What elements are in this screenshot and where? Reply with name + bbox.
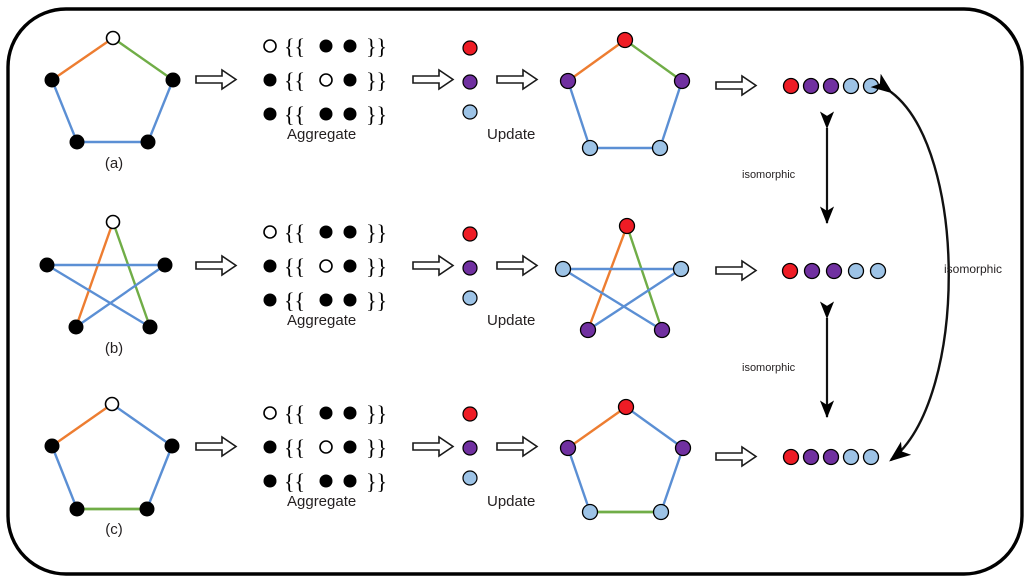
row-c-multiset [782, 448, 880, 466]
iso-label-a-c: isomorphic [944, 262, 1003, 276]
node-right [165, 72, 181, 88]
svg-text:}}: }} [366, 403, 387, 426]
node-top [105, 214, 121, 230]
iso-arrow-a-c [870, 73, 950, 462]
svg-text:{{: {{ [284, 435, 305, 460]
node-bottom-left [69, 134, 85, 150]
node-bottom-left [69, 501, 85, 517]
node-right [164, 438, 180, 454]
node-bottom-right [140, 134, 156, 150]
row-a-output-graph [559, 31, 691, 157]
row-b-aggregate-label: Aggregate [287, 312, 357, 329]
row-a-multiset [782, 77, 880, 95]
row-c-caption: (c) [105, 521, 123, 538]
row-a-input-graph [44, 30, 181, 150]
svg-text:}}: }} [366, 254, 387, 279]
figure-border [6, 7, 1024, 576]
node-top [617, 398, 635, 416]
svg-text:{{: {{ [284, 469, 305, 494]
node-top [104, 396, 120, 412]
svg-text:}}: }} [366, 469, 387, 494]
row-b-update-label: Update [487, 312, 536, 329]
node-bottom-right [651, 139, 669, 157]
node-right [673, 72, 691, 90]
svg-text:{{: {{ [284, 68, 305, 93]
row-a-update-dots [462, 40, 478, 120]
node-left [44, 438, 60, 454]
node-bottom-right [653, 321, 671, 339]
svg-text:}}: }} [366, 435, 387, 460]
node-left [554, 260, 572, 278]
node-top [616, 31, 634, 49]
row-c-input-graph [44, 396, 180, 517]
node-bottom-left [68, 319, 84, 335]
row-c-aggregate-label: Aggregate [287, 493, 357, 510]
node-right [674, 439, 692, 457]
svg-text:{{: {{ [284, 403, 305, 426]
row-b-update-dots [462, 226, 478, 306]
row-a-caption: (a) [104, 155, 124, 172]
node-bottom-right [652, 503, 670, 521]
row-b-multiset [781, 262, 887, 280]
row-c-update-label: Update [487, 493, 536, 510]
node-right [157, 257, 173, 273]
node-right [672, 260, 690, 278]
svg-text:{{: {{ [284, 102, 305, 127]
row-a-aggregate-label: Aggregate [287, 126, 357, 143]
svg-text:{{: {{ [284, 254, 305, 279]
row-b-input-graph [39, 214, 173, 335]
svg-text:}}: }} [366, 288, 387, 313]
svg-text:}}: }} [366, 68, 387, 93]
svg-text:}}: }} [366, 222, 387, 245]
row-a-update-label: Update [487, 126, 536, 143]
node-left [39, 257, 55, 273]
svg-text:{{: {{ [284, 288, 305, 313]
node-bottom-left [581, 139, 599, 157]
svg-text:{{: {{ [284, 36, 305, 59]
node-bottom-right [142, 319, 158, 335]
svg-text:}}: }} [366, 102, 387, 127]
row-b-caption: (b) [104, 340, 124, 357]
row-c-update-dots [462, 406, 478, 486]
node-top [618, 217, 636, 235]
node-left [44, 72, 60, 88]
svg-text:}}: }} [366, 36, 387, 59]
node-left [559, 439, 577, 457]
node-top [105, 30, 121, 46]
iso-label-b-c: isomorphic [742, 362, 796, 374]
node-left [559, 72, 577, 90]
node-bottom-left [581, 503, 599, 521]
node-bottom-right [139, 501, 155, 517]
node-bottom-left [579, 321, 597, 339]
iso-label-a-b: isomorphic [742, 169, 796, 181]
implication-arrows [195, 68, 758, 468]
svg-text:{{: {{ [284, 222, 305, 245]
row-c-output-graph [559, 398, 692, 521]
row-b-output-graph [554, 217, 690, 339]
